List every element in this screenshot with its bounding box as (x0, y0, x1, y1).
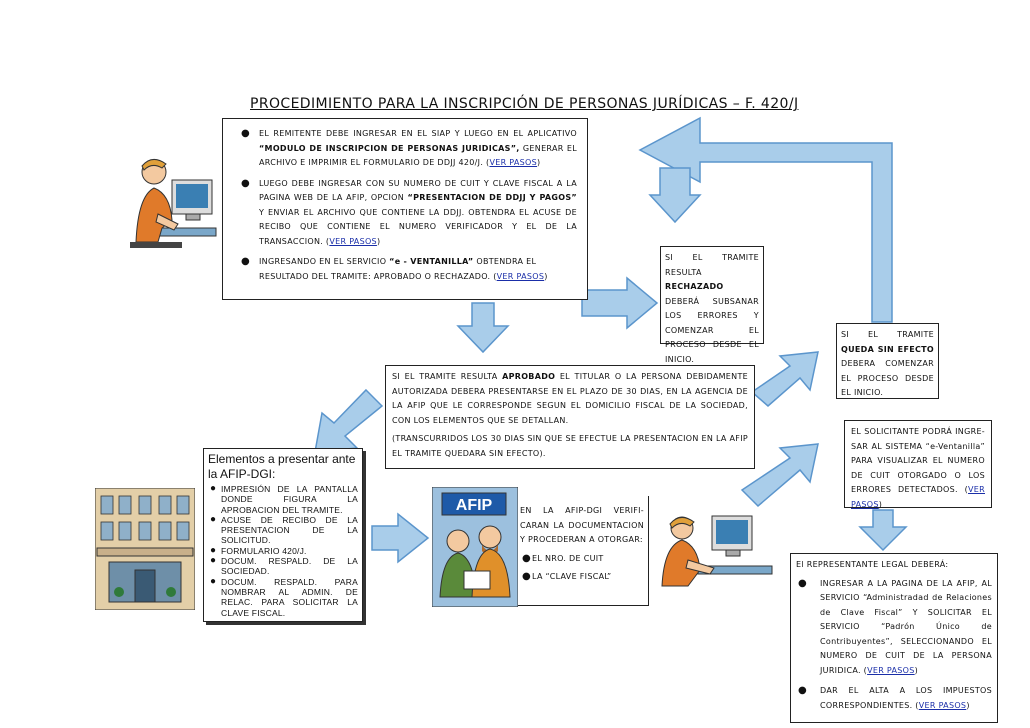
step-emphasis: “e - VENTANILLA” (389, 257, 474, 266)
aprobado-box: SI EL TRAMITE RESULTA APROBADO EL TITULA… (385, 365, 755, 469)
main-steps-box: EL REMITENTE DEBE INGRESAR EN EL SIAP Y … (222, 118, 588, 300)
arrow-to-rechazado (581, 276, 659, 330)
arrow-to-afip (371, 512, 430, 564)
afip-officers-illustration: AFIP (432, 487, 518, 607)
person-at-computer-illustration (661, 515, 773, 587)
arrow-to-sin-efecto (750, 351, 819, 407)
elementos-item: DOCUM. RESPALD. DE LA SOCIEDAD. (208, 556, 358, 577)
representante-box: El REPRESENTANTE LEGAL DEBERÁ: INGRESAR … (790, 553, 998, 723)
step-emphasis: “MODULO DE INSCRIPCION DE PERSONAS JURID… (259, 143, 520, 153)
return-arrow (638, 116, 893, 323)
step-emphasis: “PRESENTACION DE DDJJ Y PAGOS” (407, 193, 577, 202)
afip-sign: AFIP (456, 497, 493, 514)
step-item: LUEGO DEBE INGRESAR CON SU NUMERO DE CUI… (239, 177, 577, 250)
ver-pasos-link[interactable]: VER PASOS (918, 700, 967, 710)
elementos-box: Elementos a presentar ante la AFIP-DGI: … (203, 448, 363, 622)
building-illustration (95, 488, 195, 610)
step-item: INGRESANDO EN EL SERVICIO “e - VENTANILL… (239, 255, 577, 284)
aprobado-text: SI EL TRAMITE RESULTA APROBADO EL TITULA… (392, 372, 748, 425)
elementos-list: IMPRESIÓN DE LA PANTALLA DONDE FIGURA LA… (208, 484, 358, 618)
ver-pasos-link[interactable]: VER PASOS (496, 271, 545, 281)
representante-item: DAR EL ALTA A LOS IMPUESTOS CORRESPONDIE… (796, 684, 992, 713)
page-title: PROCEDIMIENTO PARA LA INSCRIPCIÓN DE PER… (250, 96, 799, 112)
verifica-list: EL NRO. DE CUIT LA “CLAVE FISCAL” (520, 552, 644, 585)
arrow-to-solicitante (740, 443, 819, 508)
representante-item: INGRESAR A LA PAGINA DE LA AFIP, AL SERV… (796, 577, 992, 679)
ver-pasos-link[interactable]: VER PASOS (329, 236, 377, 246)
solicitante-box: EL SOLICITANTE PODRÁ INGRE-SAR AL SISTEM… (844, 420, 992, 509)
arrow-to-representante (858, 509, 908, 552)
rechazado-box: SI EL TRAMITE RESULTA RECHAZADO DEBERÁ S… (660, 246, 764, 364)
sin-efecto-box: SI EL TRAMITE QUEDA SIN EFECTO DEBERA CO… (836, 323, 939, 399)
arrow-to-elementos (314, 388, 384, 453)
verifica-item: EL NRO. DE CUIT (520, 552, 644, 567)
elementos-item: FORMULARIO 420/J. (208, 546, 358, 557)
elementos-heading: Elementos a presentar ante la AFIP-DGI: (208, 452, 356, 481)
ver-pasos-link[interactable]: VER PASOS (489, 158, 538, 167)
main-steps-list: EL REMITENTE DEBE INGRESAR EN EL SIAP Y … (239, 127, 577, 284)
step-item: EL REMITENTE DEBE INGRESAR EN EL SIAP Y … (239, 127, 577, 171)
representante-heading: El REPRESENTANTE LEGAL DEBERÁ: (796, 560, 949, 569)
verifica-item: LA “CLAVE FISCAL” (520, 570, 644, 585)
elementos-item: ACUSE DE RECIBO DE LA PRESENTACION DE LA… (208, 515, 358, 546)
verifica-intro: EN LA AFIP-DGI VERIFI-CARAN LA DOCUMENTA… (520, 506, 644, 544)
elementos-item: IMPRESIÓN DE LA PANTALLA DONDE FIGURA LA… (208, 484, 358, 515)
elementos-item: DOCUM. RESPALD. PARA NOMBRAR AL ADMIN. D… (208, 577, 358, 618)
aprobado-note: (TRANSCURRIDOS LOS 30 DIAS SIN QUE SE EF… (392, 434, 748, 458)
arrow-down-to-aprobado (456, 302, 510, 354)
verifica-box: EN LA AFIP-DGI VERIFI-CARAN LA DOCUMENTA… (516, 496, 649, 606)
ver-pasos-link[interactable]: VER PASOS (867, 665, 915, 675)
arrow-down-into-main (648, 167, 702, 224)
representante-list: INGRESAR A LA PAGINA DE LA AFIP, AL SERV… (796, 577, 992, 714)
ver-pasos-link[interactable]: VER PASOS (851, 485, 985, 509)
computer-user-illustration (130, 159, 217, 248)
